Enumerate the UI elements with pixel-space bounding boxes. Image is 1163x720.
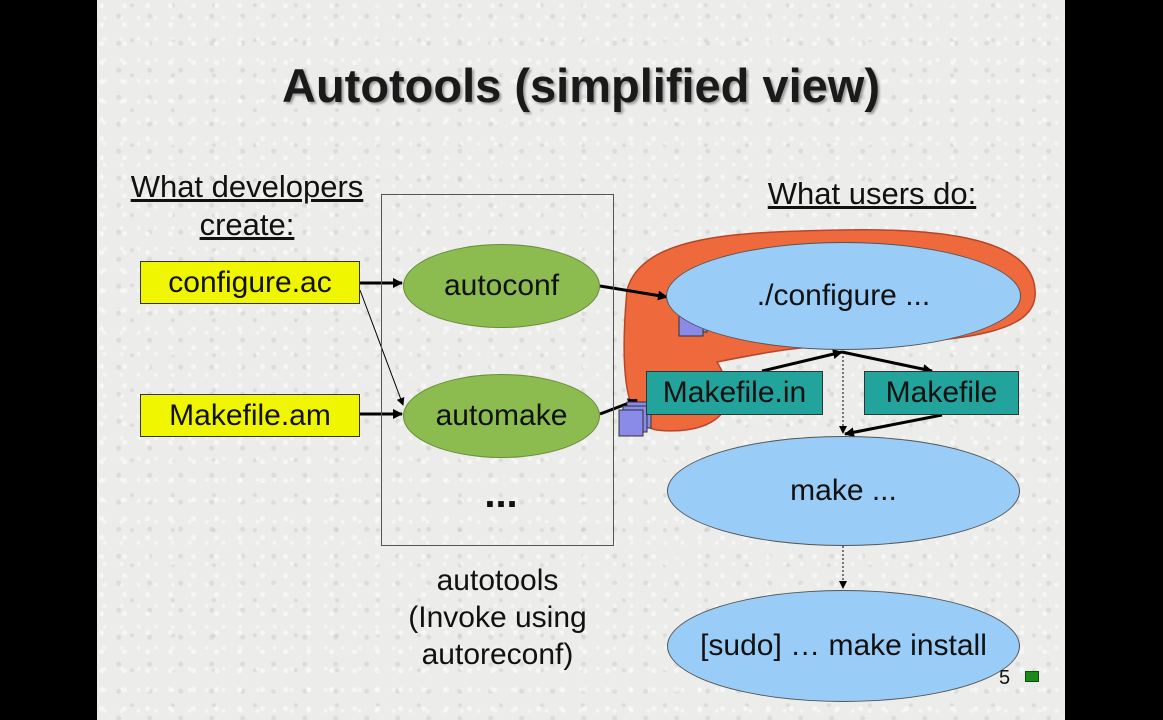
caption-line-2: (Invoke using xyxy=(408,601,587,634)
autoconf-ellipse: autoconf xyxy=(403,244,600,328)
configure-ac-box: configure.ac xyxy=(140,261,360,304)
arrow-makefile-in-to-configure xyxy=(761,349,843,373)
autotools-caption: autotools (Invoke using autoreconf) xyxy=(381,562,614,673)
users-heading: What users do: xyxy=(767,176,977,211)
makefile-in-box: Makefile.in xyxy=(646,371,823,415)
makefile-box: Makefile xyxy=(864,371,1019,415)
caption-line-1: autotools xyxy=(436,564,559,597)
caption-line-3: autoreconf) xyxy=(421,638,574,671)
make-ellipse: make ... xyxy=(667,436,1020,546)
configure-ellipse: ./configure ... xyxy=(666,242,1021,350)
developers-heading: What developers create: xyxy=(130,169,364,242)
makefile-am-box: Makefile.am xyxy=(140,394,360,437)
slide-title: Autotools (simplified view) xyxy=(282,59,880,112)
flag-icon xyxy=(1025,671,1039,682)
arrow-configure-to-makefile xyxy=(841,350,933,375)
make-install-ellipse: [sudo] … make install xyxy=(667,590,1020,702)
arrow-makefile-to-make xyxy=(844,413,943,438)
more-tools-ellipsis: ... xyxy=(484,472,518,516)
automake-ellipse: automake xyxy=(403,374,600,458)
slide: Autotools (simplified view) What develop… xyxy=(97,0,1065,720)
arrow-autoconf-to-configure xyxy=(599,284,668,301)
page-number: 5 xyxy=(999,667,1011,689)
autotools-frame xyxy=(381,194,614,546)
